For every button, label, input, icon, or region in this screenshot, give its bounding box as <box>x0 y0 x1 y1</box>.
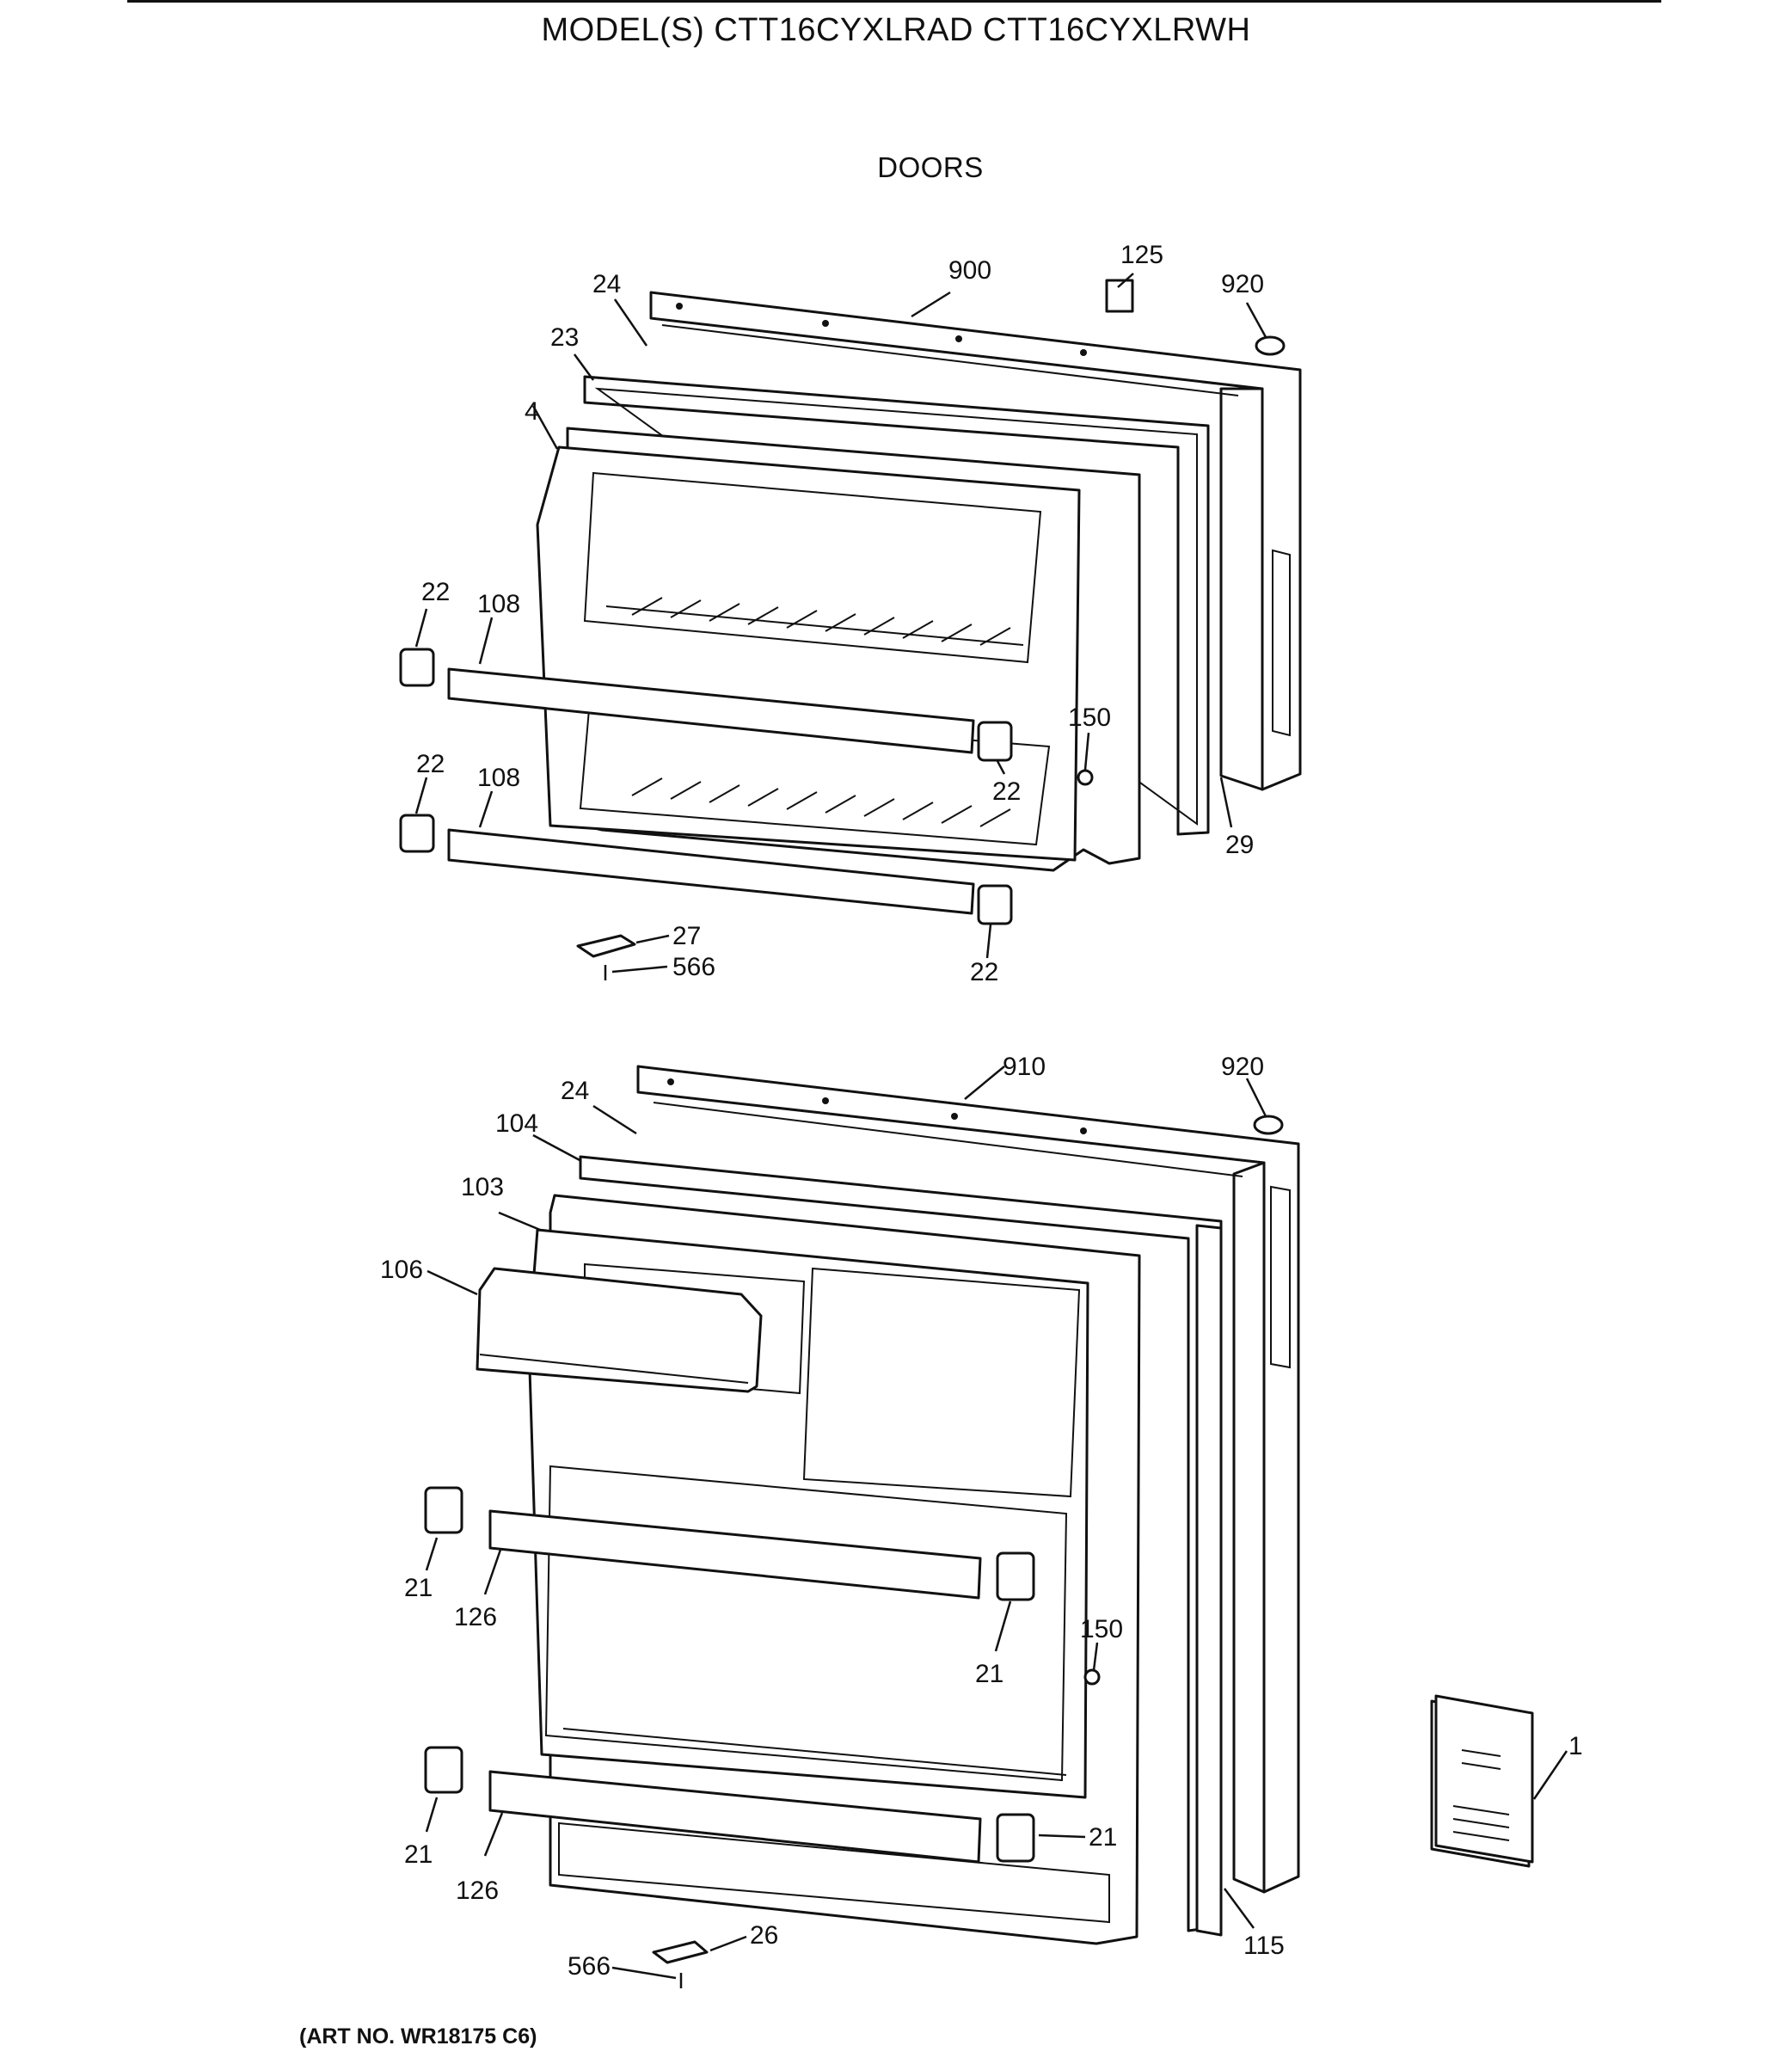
callout-22-left-upper: 22 <box>421 578 450 606</box>
callout-27: 27 <box>672 922 701 950</box>
freezer-callouts: 900 125 920 24 23 4 22 108 150 22 29 22 … <box>416 241 1264 986</box>
top-rule <box>127 0 1661 3</box>
fresh-food-breaker-strip <box>1195 1224 1223 1937</box>
fresh-food-callouts: 910 920 24 104 103 106 21 126 150 21 21 … <box>380 1053 1285 1981</box>
callout-920-lower: 920 <box>1221 1053 1264 1081</box>
callout-4: 4 <box>525 397 539 426</box>
callout-22-right-upper: 22 <box>992 777 1021 806</box>
art-number: (ART NO. WR18175 C6) <box>299 2024 537 2049</box>
freezer-screw-150 <box>1077 769 1094 786</box>
freezer-rail-cap-left-lower <box>399 814 435 853</box>
callout-21-right-lower: 21 <box>1089 1823 1117 1852</box>
dairy-compartment <box>476 1267 763 1393</box>
callout-103: 103 <box>461 1173 504 1201</box>
model-title: MODEL(S) CTT16CYXLRAD CTT16CYXLRWH <box>541 12 1251 48</box>
callout-126-lower: 126 <box>456 1877 499 1905</box>
callout-125: 125 <box>1120 241 1163 269</box>
freezer-upper-shelf-ribs <box>631 597 1011 646</box>
freezer-lower-shelf-ribs <box>631 777 1011 827</box>
callout-566-upper: 566 <box>672 953 715 981</box>
callout-21-left-upper: 21 <box>404 1574 433 1602</box>
freezer-rail-cap-right-lower <box>977 884 1013 925</box>
freezer-hinge-plate-27 <box>576 934 636 958</box>
fresh-food-screw-150 <box>1083 1668 1101 1686</box>
freezer-rail-cap-right-upper <box>977 721 1013 762</box>
fresh-food-rail-upper <box>488 1509 982 1600</box>
callout-1: 1 <box>1568 1732 1583 1760</box>
callout-150: 150 <box>1068 703 1111 732</box>
fresh-food-outer-door <box>636 1065 1300 1894</box>
callout-104: 104 <box>495 1109 538 1138</box>
callout-108-lower: 108 <box>477 764 520 792</box>
fresh-food-rail-cap-left-lower <box>424 1746 463 1794</box>
callout-24-lower: 24 <box>561 1077 589 1105</box>
callout-22-left-lower: 22 <box>416 750 445 778</box>
fresh-food-rail-cap-right-upper <box>996 1551 1035 1601</box>
callout-leader-lines <box>414 273 1568 1980</box>
callout-21-right-upper: 21 <box>975 1660 1003 1688</box>
callout-26: 26 <box>750 1921 778 1950</box>
callout-566-lower: 566 <box>568 1952 611 1981</box>
callout-108-upper: 108 <box>477 590 520 618</box>
fresh-food-gasket <box>579 1155 1223 1932</box>
owners-manual <box>1430 1694 1534 1868</box>
callout-24: 24 <box>592 270 621 298</box>
fresh-food-rail-cap-left-upper <box>424 1486 463 1534</box>
callout-920: 920 <box>1221 270 1264 298</box>
callout-23: 23 <box>550 323 579 352</box>
fresh-food-hinge-plug-920 <box>1253 1115 1284 1135</box>
freezer-outer-door <box>649 291 1302 791</box>
fresh-food-door-assembly <box>424 1065 1300 1988</box>
callout-900: 900 <box>948 256 991 285</box>
freezer-rail-cap-left-upper <box>399 648 435 687</box>
callout-106: 106 <box>380 1256 423 1284</box>
fresh-food-rail-lower <box>488 1770 982 1864</box>
callout-29: 29 <box>1225 831 1254 859</box>
freezer-door-liner <box>536 427 1141 872</box>
section-title: DOORS <box>877 151 984 183</box>
callout-22-right-lower: 22 <box>970 958 998 986</box>
freezer-hinge-plug-920 <box>1255 335 1286 356</box>
callout-115: 115 <box>1243 1932 1285 1960</box>
fresh-food-rail-cap-right-lower <box>996 1813 1035 1863</box>
freezer-door-assembly <box>399 279 1302 980</box>
callout-150-lower: 150 <box>1080 1615 1123 1643</box>
callout-126-upper: 126 <box>454 1603 497 1631</box>
callout-21-left-lower: 21 <box>404 1840 433 1869</box>
callout-910: 910 <box>1003 1053 1046 1081</box>
freezer-rail-lower <box>447 828 975 915</box>
fresh-food-hinge-plate-26 <box>652 1940 709 1964</box>
freezer-rail-upper <box>447 667 975 754</box>
